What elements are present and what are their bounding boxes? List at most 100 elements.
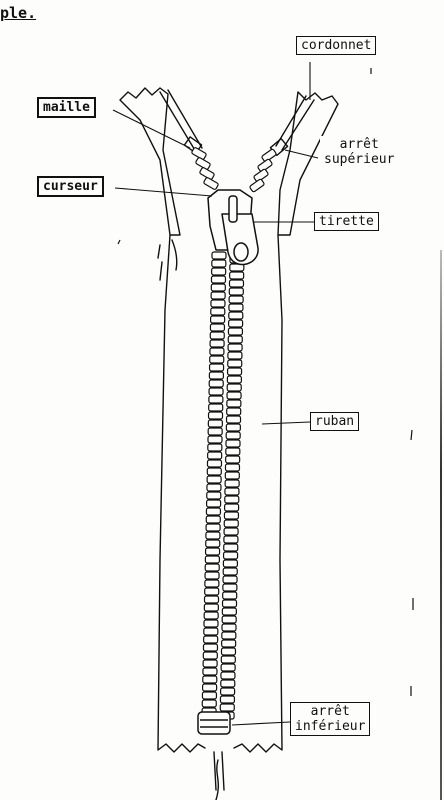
zipper-tooth bbox=[202, 675, 218, 684]
zipper-tooth bbox=[227, 335, 243, 344]
zipper-tooth bbox=[206, 499, 222, 508]
zipper-tooth bbox=[209, 323, 226, 332]
zipper-tooth bbox=[203, 177, 219, 190]
zipper-tooth bbox=[220, 663, 236, 672]
label-ruban: ruban bbox=[310, 412, 360, 431]
zipper-tooth bbox=[207, 443, 223, 452]
zipper-tooth bbox=[225, 423, 241, 432]
zipper-tooth bbox=[199, 167, 215, 180]
label-arret-inferieur-line2: inférieur bbox=[295, 719, 366, 734]
zipper-tooth bbox=[211, 259, 227, 268]
zipper-tooth bbox=[221, 639, 237, 648]
zipper-tooth bbox=[223, 535, 239, 544]
zipper-tooth bbox=[224, 503, 240, 512]
zipper-tooth bbox=[220, 671, 236, 680]
zipper-tooth bbox=[221, 631, 237, 640]
zipper-tooth bbox=[209, 331, 225, 340]
zipper-tooth bbox=[220, 679, 236, 688]
zipper-tooth bbox=[201, 699, 217, 708]
zipper-tooth bbox=[204, 563, 220, 572]
zipper-tooth bbox=[223, 511, 240, 520]
zipper-tooth bbox=[202, 683, 218, 692]
zipper-tooth bbox=[209, 347, 225, 356]
zipper-tooth bbox=[207, 411, 224, 420]
zipper-tooth bbox=[209, 339, 225, 348]
zipper-tooth bbox=[207, 427, 223, 436]
zipper-tooth bbox=[228, 303, 244, 312]
zipper-tooth bbox=[223, 519, 239, 528]
zipper-tooth bbox=[224, 471, 240, 480]
zipper-tooth bbox=[257, 158, 273, 173]
left-cord bbox=[159, 89, 203, 153]
bottom-stop bbox=[197, 711, 231, 735]
zipper-tooth bbox=[219, 695, 236, 704]
zipper-tooth bbox=[202, 667, 218, 676]
zipper-tooth bbox=[208, 395, 224, 404]
tape-body bbox=[157, 234, 206, 753]
zipper-tooth bbox=[210, 275, 227, 284]
zipper-tooth bbox=[221, 607, 237, 616]
zipper-tooth bbox=[220, 647, 237, 656]
zipper-tooth bbox=[202, 651, 218, 660]
zipper-tooth bbox=[227, 351, 243, 360]
zipper-tooth bbox=[228, 311, 244, 320]
zipper-tooth bbox=[206, 459, 223, 468]
zipper-tooth bbox=[221, 615, 237, 624]
label-arret-superieur-line1: arrêt bbox=[339, 137, 379, 152]
zipper-tooth bbox=[203, 611, 219, 620]
zipper-tooth bbox=[224, 495, 240, 504]
zipper-tooth bbox=[191, 147, 207, 160]
zipper-tooth bbox=[210, 283, 226, 292]
label-cordonnet: cordonnet bbox=[296, 36, 377, 55]
zipper-tooth bbox=[228, 279, 245, 288]
zipper-tooth bbox=[222, 575, 238, 584]
zipper-tooth bbox=[228, 295, 244, 304]
zipper-tooth bbox=[249, 178, 265, 193]
label-tirette: tirette bbox=[314, 212, 379, 231]
zipper-tooth bbox=[224, 487, 240, 496]
zipper-tooth bbox=[210, 307, 226, 316]
slider-pull-tab bbox=[221, 213, 259, 266]
zipper-tooth bbox=[227, 327, 244, 336]
zipper-tooth bbox=[208, 371, 224, 380]
zipper-tooth bbox=[205, 531, 221, 540]
zipper-tooth bbox=[222, 583, 238, 592]
zipper-tooth bbox=[225, 447, 241, 456]
label-arret-superieur: arrêt supérieur bbox=[320, 136, 399, 168]
label-arret-inferieur: arrêt inférieur bbox=[290, 702, 371, 736]
zipper-tooth bbox=[229, 271, 245, 280]
zipper-tooth bbox=[227, 343, 243, 352]
zipper-tooth bbox=[226, 383, 242, 392]
zipper-tooth bbox=[203, 619, 219, 628]
zipper-tooth bbox=[203, 635, 219, 644]
label-arret-superieur-line2: supérieur bbox=[324, 152, 395, 167]
page-heading-fragment: ple. bbox=[0, 4, 37, 22]
zipper-tooth bbox=[253, 168, 269, 183]
zipper-tooth bbox=[211, 251, 227, 260]
zipper-tooth bbox=[207, 435, 223, 444]
zipper-tooth bbox=[226, 407, 242, 416]
zipper-tooth bbox=[205, 539, 221, 548]
zipper-tooth bbox=[203, 603, 219, 612]
zipper-tooth bbox=[210, 291, 226, 300]
zipper-tooth bbox=[224, 463, 241, 472]
zipper-tooth bbox=[210, 299, 226, 308]
zipper-tooth bbox=[204, 579, 220, 588]
zipper-tooth bbox=[201, 691, 218, 700]
zipper-tooth bbox=[207, 451, 223, 460]
left-tape-upper bbox=[119, 87, 181, 236]
zipper-tooth bbox=[206, 483, 222, 492]
zipper-tooth bbox=[222, 567, 238, 576]
zipper-tooth bbox=[207, 419, 223, 428]
zipper-tooth bbox=[205, 515, 221, 524]
zipper-tooth bbox=[222, 551, 239, 560]
zipper-tooth bbox=[222, 591, 238, 600]
zipper-tooth bbox=[220, 655, 236, 664]
zipper-tooth bbox=[206, 467, 222, 476]
zipper-tooth bbox=[226, 391, 242, 400]
zipper-tooth bbox=[224, 479, 240, 488]
zipper-tooth bbox=[227, 359, 243, 368]
zipper-tooth bbox=[205, 507, 222, 516]
